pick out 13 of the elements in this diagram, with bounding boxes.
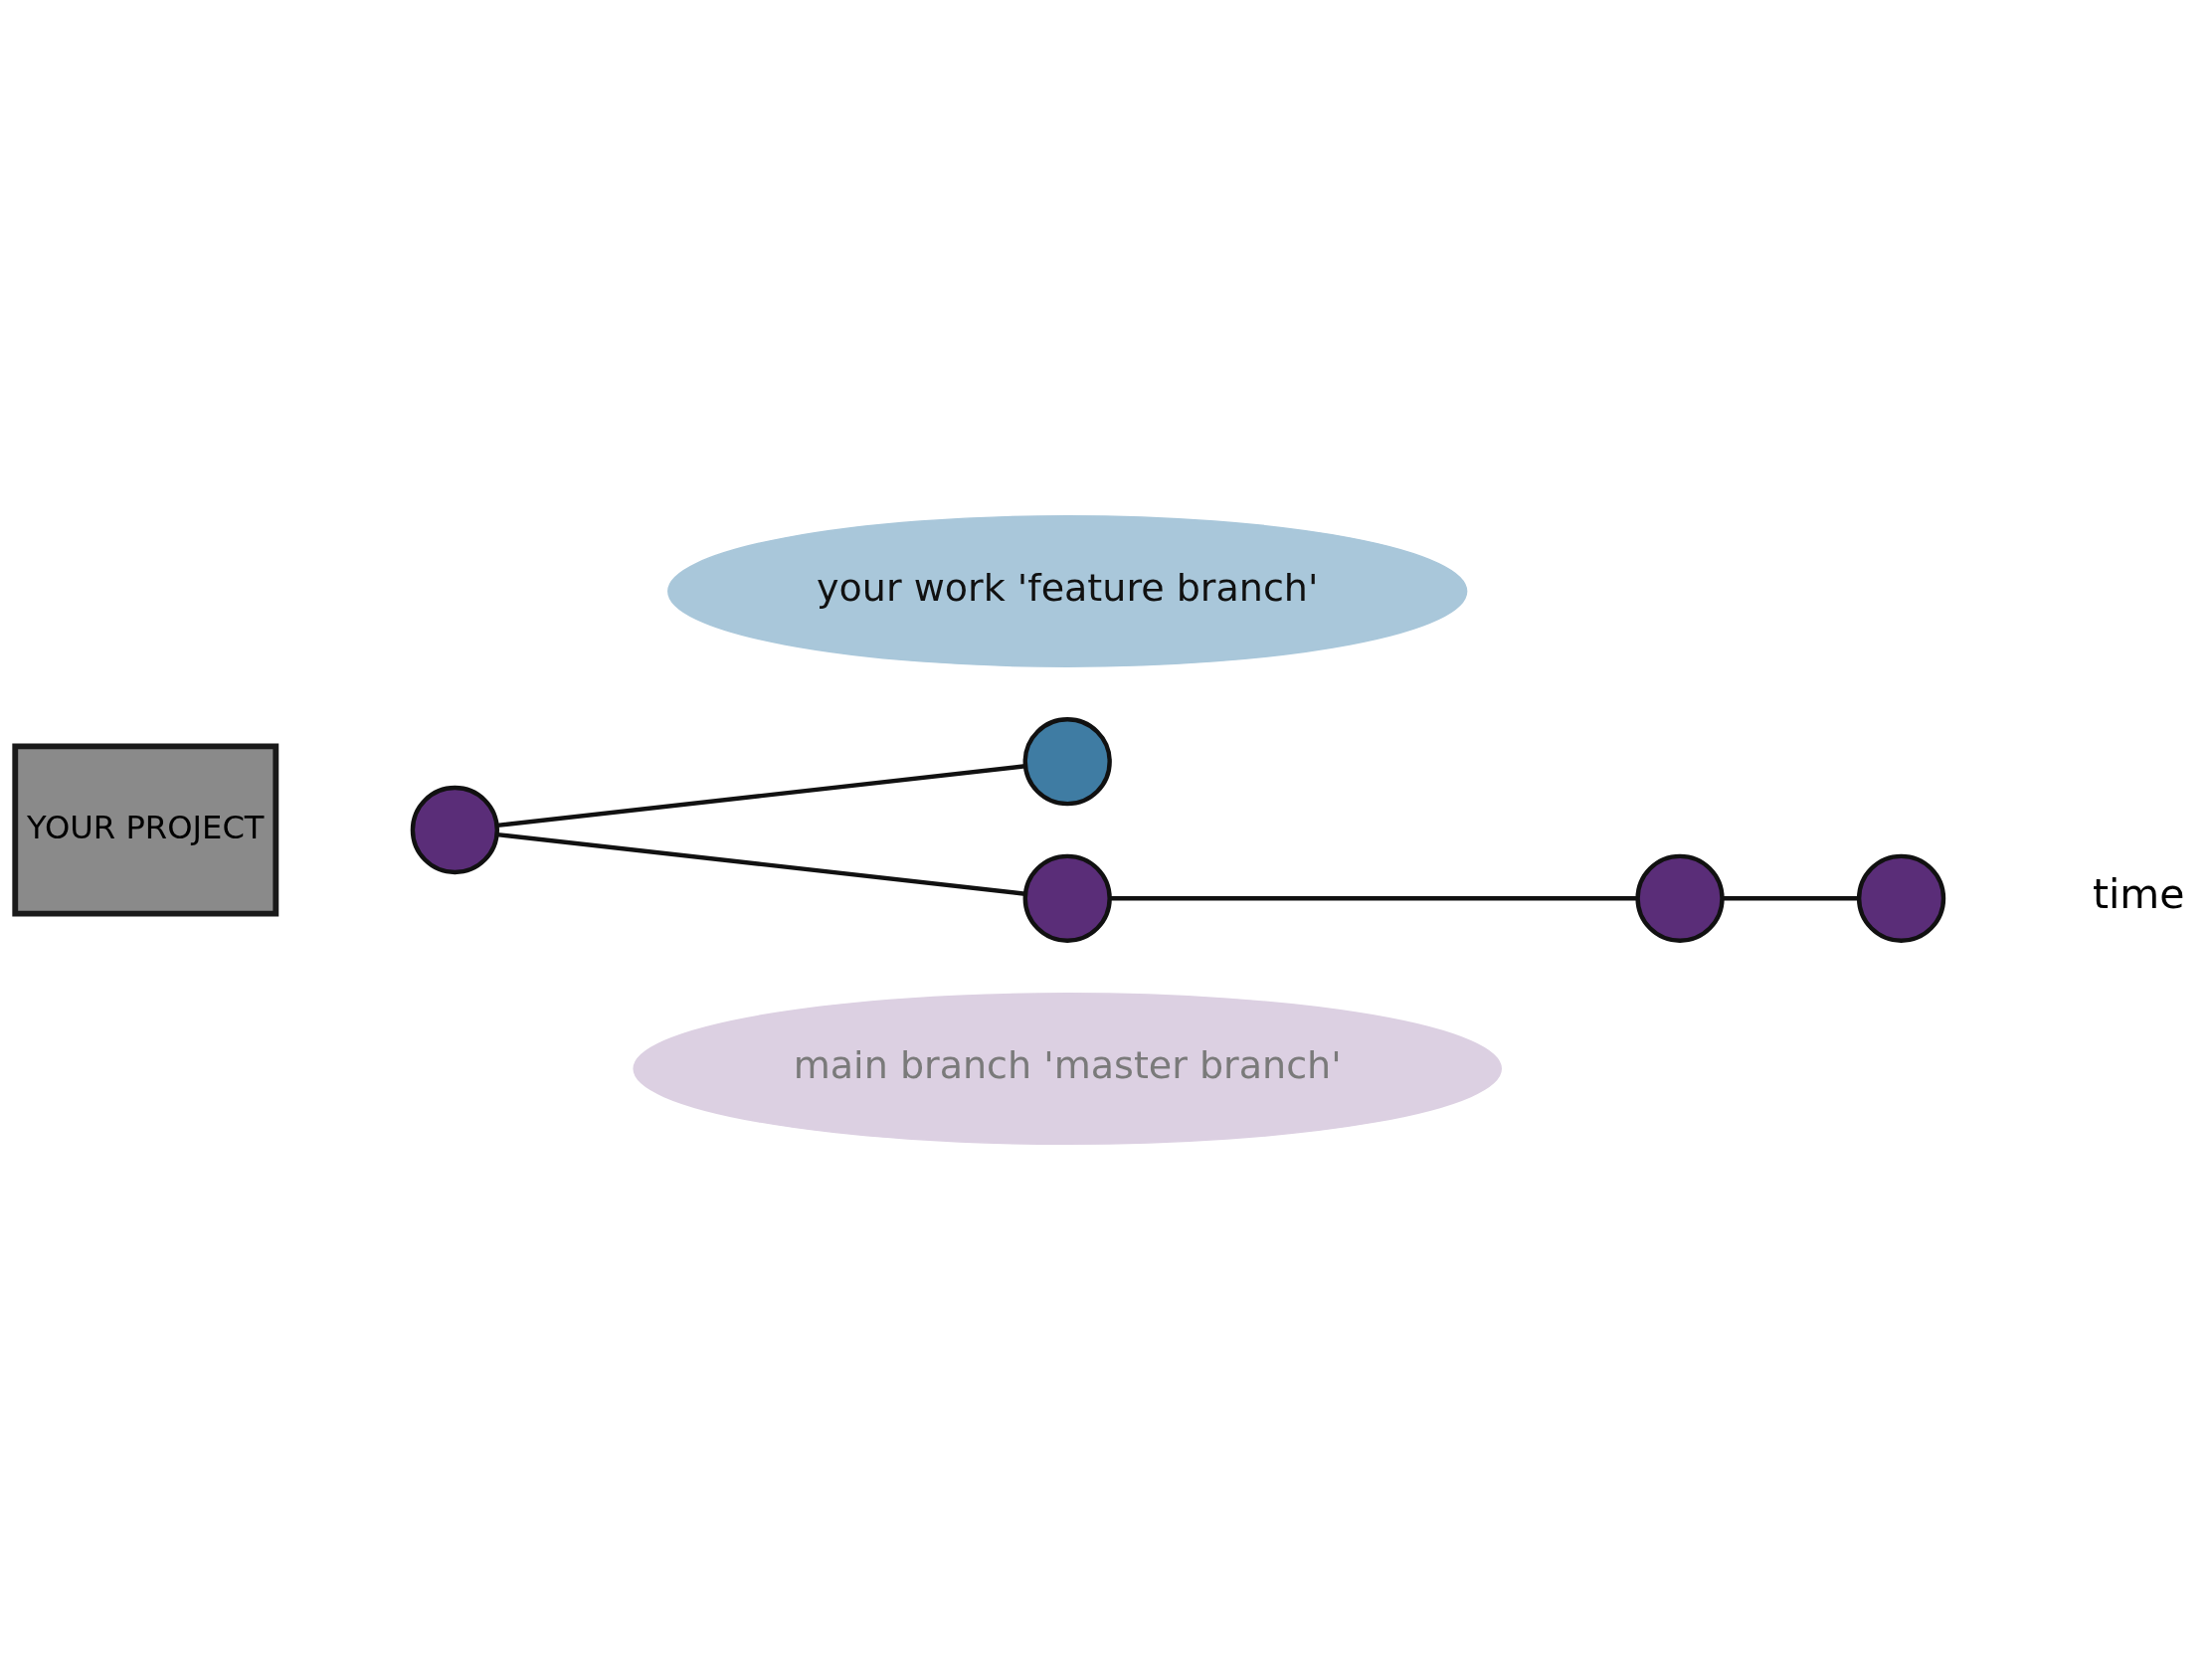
node-circle — [1022, 716, 1112, 806]
connector — [1722, 895, 1859, 900]
node-circle — [410, 785, 499, 874]
connector — [496, 763, 1025, 828]
node-ellipse: main branch 'master branch' — [633, 992, 1502, 1145]
node-ellipse: your work 'feature branch' — [667, 514, 1468, 667]
label: time — [2092, 869, 2185, 918]
node-circle — [1856, 853, 1946, 943]
node-box: YOUR PROJECT — [12, 742, 279, 917]
node-circle — [1635, 853, 1725, 943]
connector — [1109, 895, 1638, 900]
connector — [496, 831, 1025, 896]
node-circle — [1022, 853, 1112, 943]
